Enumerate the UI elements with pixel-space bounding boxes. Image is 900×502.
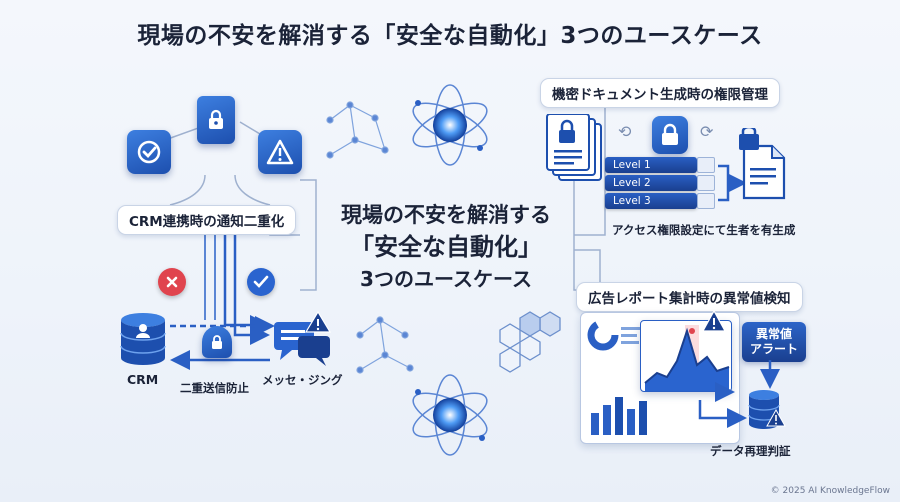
cross-icon	[158, 268, 186, 296]
atom-icon-top	[412, 84, 488, 166]
anomaly-alert-box: 異常値 アラート	[742, 322, 807, 362]
alert-line-1: 異常値	[756, 327, 793, 341]
anomaly-line-chart	[640, 320, 732, 392]
alert-line-2: アラート	[750, 342, 799, 356]
center-heading: 現場の不安を解消する 「安全な自動化」 3つのユースケース	[316, 200, 576, 294]
center-line-2: 「安全な自動化」	[350, 233, 542, 261]
verification-database-icon	[746, 388, 786, 434]
user-icon	[697, 175, 715, 191]
prevention-label: 二重送信防止	[180, 381, 249, 395]
sync-right-icon: ⟳	[700, 122, 714, 141]
locked-output-document-icon	[738, 125, 788, 200]
crm-db-label: CRM	[127, 372, 159, 387]
level-3-text: Level 3	[613, 195, 651, 207]
verify-label: データ再理判証	[710, 444, 791, 458]
messaging-alert-icon	[272, 310, 336, 368]
lock-shield-icon	[202, 326, 232, 358]
user-icon	[697, 157, 715, 173]
checkmark-shield-icon	[127, 130, 171, 174]
user-icon	[697, 193, 715, 209]
lock-icon	[652, 116, 688, 154]
messaging-label: メッセ・ジング	[262, 373, 343, 387]
locked-document-icon	[197, 96, 235, 144]
page-title: 現場の不安を解消する「安全な自動化」3つのユースケース	[137, 23, 763, 49]
level-2-text: Level 2	[613, 177, 651, 189]
permissions-caption: アクセス権限設定にて生者を有生成	[612, 223, 796, 237]
atom-icon-bottom	[412, 374, 488, 456]
sync-left-icon: ⟲	[618, 122, 632, 141]
permission-level-1: Level 1	[605, 157, 715, 173]
center-line-3: 3つのユースケース	[360, 267, 532, 291]
permission-level-2: Level 2	[605, 175, 715, 191]
usecase-anomaly-label: 広告レポート集計時の異常値検知	[576, 282, 803, 312]
warning-icon	[258, 130, 302, 174]
document-stack-icon	[545, 113, 605, 184]
usecase-permissions-label: 機密ドキュメント生成時の権限管理	[540, 78, 780, 108]
crm-database-icon	[118, 312, 168, 368]
warning-icon	[701, 309, 727, 332]
copyright: © 2025 AI KnowledgeFlow	[770, 486, 890, 496]
usecase-crm-label: CRM連携時の通知二重化	[117, 205, 297, 235]
center-line-1: 現場の不安を解消する	[341, 203, 551, 227]
permission-level-3: Level 3	[605, 193, 715, 209]
level-1-text: Level 1	[613, 159, 651, 171]
check-icon	[247, 268, 275, 296]
